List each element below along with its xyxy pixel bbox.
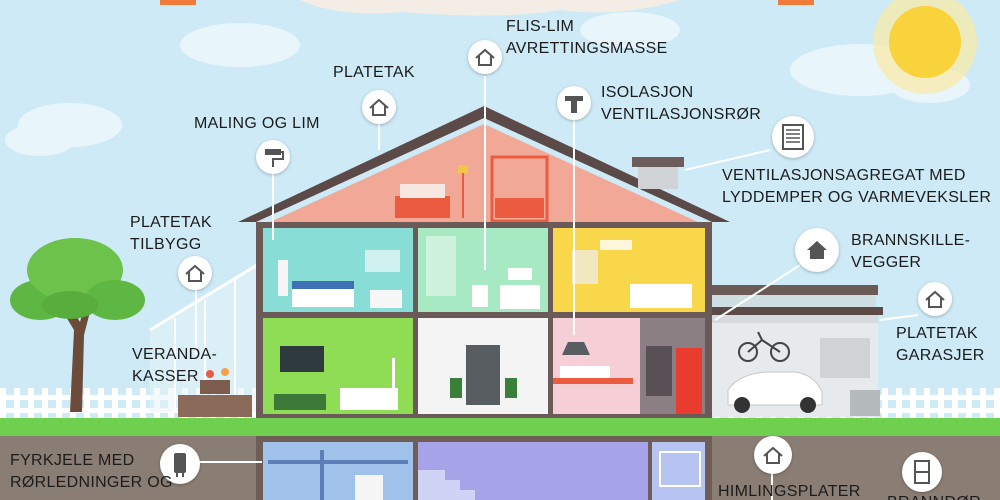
fence-picket [98,388,104,418]
leader-lines [160,76,919,500]
fence-picket [980,388,986,418]
fence-picket [952,388,958,418]
house-icon-garasjer [918,282,952,316]
label-brannskillevegger: BRANNSKILLE-VEGGER [851,232,971,271]
tree [10,238,145,412]
fence-picket [126,388,132,418]
fence-picket [966,388,972,418]
garage [708,285,883,417]
fence-picket [994,388,1000,418]
house-icon-brannskille [795,228,839,272]
fence-picket [924,388,930,418]
fence-picket [896,388,902,418]
fence-picket [910,388,916,418]
label-branndor: BRANNDØR [887,492,981,500]
fence-picket [28,388,34,418]
house [238,106,730,500]
veranda [149,260,263,417]
label-himlingsplater: HIMLINGSPLATER [718,483,861,500]
door-icon [902,452,942,492]
fence-picket [938,388,944,418]
fence-picket [84,388,90,418]
house-icon-flis [468,40,502,74]
fence-picket [14,388,20,418]
house-icon-platetak [362,90,396,124]
house-icon-himling [754,436,792,474]
boiler-icon [160,444,200,484]
house-icon-tilbygg [178,256,212,290]
fence-picket [140,388,146,418]
paint-roller-icon [256,140,290,174]
sun-icon [873,0,977,94]
lawn [0,418,1000,436]
fence-picket [42,388,48,418]
fence-picket [0,388,6,418]
fence-picket [112,388,118,418]
vent-pipe-icon [557,86,591,120]
label-maling-og-lim: MALING OG LIM [194,115,320,132]
fence-picket [882,388,888,418]
label-platetak: PLATETAK [333,64,415,81]
fence-picket [56,388,62,418]
label-verandakasser: VERANDA-KASSER [132,346,218,385]
ventilation-unit-icon [772,116,814,158]
